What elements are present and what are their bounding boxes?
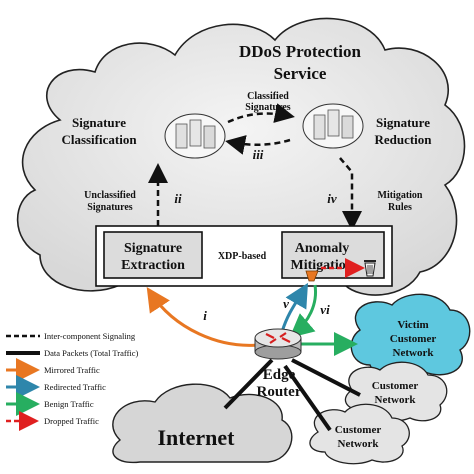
server-cluster-right-icon	[302, 103, 364, 149]
signature-classification-line2: Classification	[61, 132, 137, 147]
roman-i: i	[203, 308, 207, 323]
data-line-internet	[223, 358, 274, 410]
anomaly-mitigation-line2: Mitigation	[291, 258, 354, 273]
server-cluster-left-icon	[164, 113, 226, 159]
legend-label-signaling: Inter-component Signaling	[44, 331, 136, 341]
xdp-based-label: XDP-based	[218, 251, 267, 262]
roman-iii: iii	[253, 147, 264, 162]
anomaly-mitigation-line1: Anomaly	[295, 241, 349, 256]
customer-network-2-line2: Network	[338, 438, 380, 450]
classified-label-1: Classified	[247, 91, 289, 102]
edge-router-line2: Router	[257, 384, 302, 400]
legend-label-redirected: Redirected Traffic	[44, 382, 106, 392]
edge-router-icon	[254, 328, 302, 360]
signature-reduction-line1: Signature	[376, 115, 430, 130]
classified-signatures-arrow-top	[227, 103, 295, 124]
customer-network-1-line2: Network	[375, 394, 417, 406]
customer-network-2-line1: Customer	[335, 424, 382, 436]
benign-return-arrow	[289, 284, 318, 338]
signature-classification-line1: Signature	[72, 115, 126, 130]
customer-network-cloud-2	[309, 403, 410, 465]
mirrored-traffic-arrow	[146, 286, 259, 347]
roman-iv: iv	[327, 191, 337, 206]
mitigation-rules-arrow	[339, 157, 362, 231]
edge-router-line1: Edge	[263, 367, 296, 383]
roman-ii: ii	[174, 191, 182, 206]
filter-funnel-icon	[305, 270, 319, 282]
victim-label-3: Network	[393, 347, 435, 359]
legend-label-benign: Benign Traffic	[44, 399, 94, 409]
service-title-line1: DDoS Protection	[239, 42, 362, 61]
signature-extraction-line1: Signature	[124, 241, 182, 256]
data-line-customer-1	[291, 358, 361, 397]
roman-vi: vi	[320, 302, 330, 317]
customer-network-1-line1: Customer	[372, 380, 419, 392]
classified-signatures-arrow-bottom	[225, 135, 291, 155]
victim-network-cloud	[350, 293, 471, 381]
redirected-traffic-arrow	[280, 282, 309, 333]
legend: Inter-component Signaling Data Packets (…	[6, 331, 139, 431]
signature-extraction-box	[103, 231, 203, 279]
internet-cloud	[112, 383, 293, 464]
internet-label: Internet	[158, 425, 236, 450]
signature-reduction-line2: Reduction	[374, 132, 432, 147]
mitigation-rules-label-1: Mitigation	[378, 190, 423, 201]
legend-label-data: Data Packets (Total Traffic)	[44, 348, 139, 358]
victim-label-2: Customer	[390, 333, 437, 345]
trash-bin-icon	[364, 260, 376, 277]
roman-v: v	[283, 296, 289, 311]
unclassified-label-2: Signatures	[87, 202, 132, 213]
data-line-customer-2	[283, 364, 332, 432]
service-title-line2: Service	[274, 64, 327, 83]
mitigation-rules-label-2: Rules	[388, 202, 412, 213]
unclassified-label-1: Unclassified	[84, 190, 136, 201]
legend-label-dropped: Dropped Traffic	[44, 416, 99, 426]
classified-label-2: Signatures	[245, 102, 290, 113]
victim-label-1: Victim	[397, 319, 428, 331]
signature-extraction-line2: Extraction	[121, 258, 185, 273]
legend-label-mirrored: Mirrored Traffic	[44, 365, 100, 375]
